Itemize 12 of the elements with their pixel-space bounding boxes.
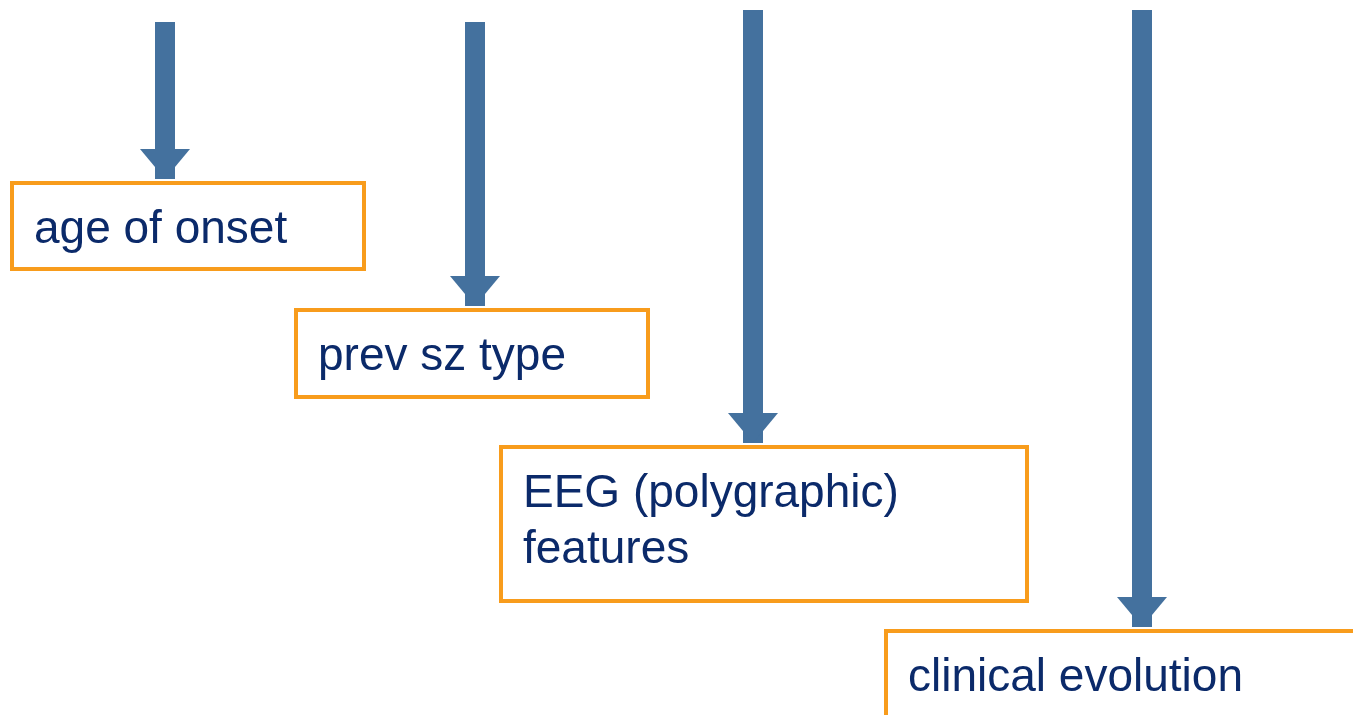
label-box (499, 445, 1029, 603)
box-text: prev sz type (318, 327, 567, 382)
arrow (140, 22, 190, 179)
box-text: EEG (polygraphic) features (523, 464, 900, 575)
label-box (10, 181, 366, 271)
box-text: age of onset (34, 200, 289, 255)
label-box (294, 308, 650, 399)
arrow (450, 22, 500, 306)
arrow (728, 10, 778, 443)
box-text: clinical evolution (908, 648, 1244, 703)
label-box (884, 629, 1353, 715)
arrow (1117, 10, 1167, 627)
